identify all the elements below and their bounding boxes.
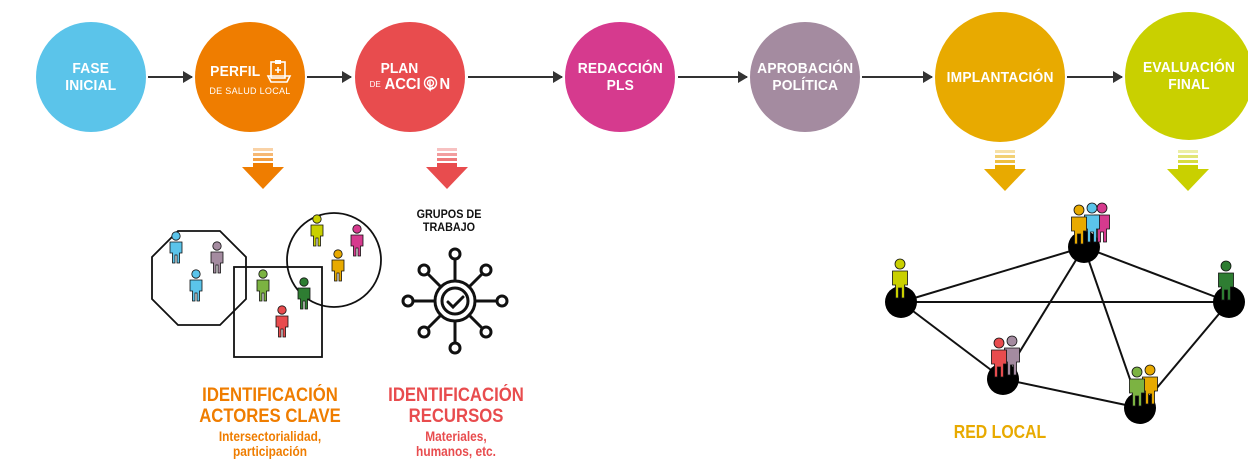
person-icon: [169, 231, 183, 264]
stage-fase-inicial-label: FASE INICIAL: [65, 60, 117, 94]
stage-aprobacion: APROBACIÓN POLÍTICA: [750, 22, 860, 132]
actores-clave-illustration: [151, 212, 382, 358]
stage-plan-accion: PLAN DE ACCI N: [355, 22, 465, 132]
stage-implantacion-label: IMPLANTACIÓN: [946, 68, 1054, 86]
down-arrow-implantacion: [984, 150, 1026, 191]
person-icon: [310, 214, 324, 247]
red-local-network: [885, 202, 1245, 424]
person-icon: [189, 269, 203, 302]
document-clipboard-icon: [266, 59, 292, 83]
person-icon: [331, 249, 345, 282]
actores-clave-caption: IDENTIFICACIÓN ACTORES CLAVE Intersector…: [180, 385, 360, 459]
person-icon: [297, 277, 311, 310]
recursos-caption: IDENTIFICACIÓN RECURSOS Materiales, huma…: [366, 385, 546, 459]
stage-implantacion: IMPLANTACIÓN: [935, 12, 1065, 142]
stage-perfil-sublabel: DE SALUD LOCAL: [209, 85, 291, 96]
flow-arrow-1: [148, 71, 193, 83]
stage-accion-label: ACCI: [384, 76, 421, 93]
red-local-title: RED LOCAL: [953, 422, 1047, 442]
flow-arrow-6: [1067, 71, 1123, 83]
actores-clave-title: IDENTIFICACIÓN ACTORES CLAVE: [199, 385, 341, 427]
stage-perfil: PERFIL DE SALUD LOCAL: [195, 22, 305, 132]
down-arrow-plan: [426, 148, 468, 189]
stage-redaccion: REDACCIÓN PLS: [565, 22, 675, 132]
target-touch-icon: [423, 76, 438, 92]
down-arrow-evaluacion: [1167, 150, 1209, 191]
person-icon: [350, 224, 364, 257]
flow-arrow-3: [468, 71, 563, 83]
stage-evaluacion-label: EVALUACIÓN FINAL: [1142, 59, 1236, 93]
flow-arrow-2: [307, 71, 352, 83]
stage-accion-end: N: [439, 76, 450, 93]
actores-clave-subtitle: Intersectorialidad, participación: [218, 429, 322, 459]
flow-arrow-4: [678, 71, 748, 83]
stage-perfil-label: PERFIL: [210, 63, 261, 80]
stage-fase-inicial: FASE INICIAL: [36, 22, 146, 132]
flow-arrow-5: [862, 71, 933, 83]
stage-aprobacion-label: APROBACIÓN POLÍTICA: [756, 60, 854, 94]
person-icon: [210, 241, 224, 274]
person-icon: [256, 269, 270, 302]
recursos-subtitle: Materiales, humanos, etc.: [416, 429, 496, 459]
recursos-title: IDENTIFICACIÓN RECURSOS: [388, 385, 524, 427]
stage-plan-label: PLAN: [380, 60, 418, 77]
stage-redaccion-label: REDACCIÓN PLS: [577, 60, 663, 94]
gear-network-icon: [401, 247, 509, 355]
red-local-caption: RED LOCAL: [930, 422, 1070, 443]
stage-plan-prefix: DE: [369, 80, 381, 89]
grupos-de-trabajo-label: GRUPOS DE TRABAJO: [416, 207, 482, 234]
down-arrow-perfil: [242, 148, 284, 189]
stage-evaluacion: EVALUACIÓN FINAL: [1125, 12, 1248, 140]
person-icon: [275, 305, 289, 338]
